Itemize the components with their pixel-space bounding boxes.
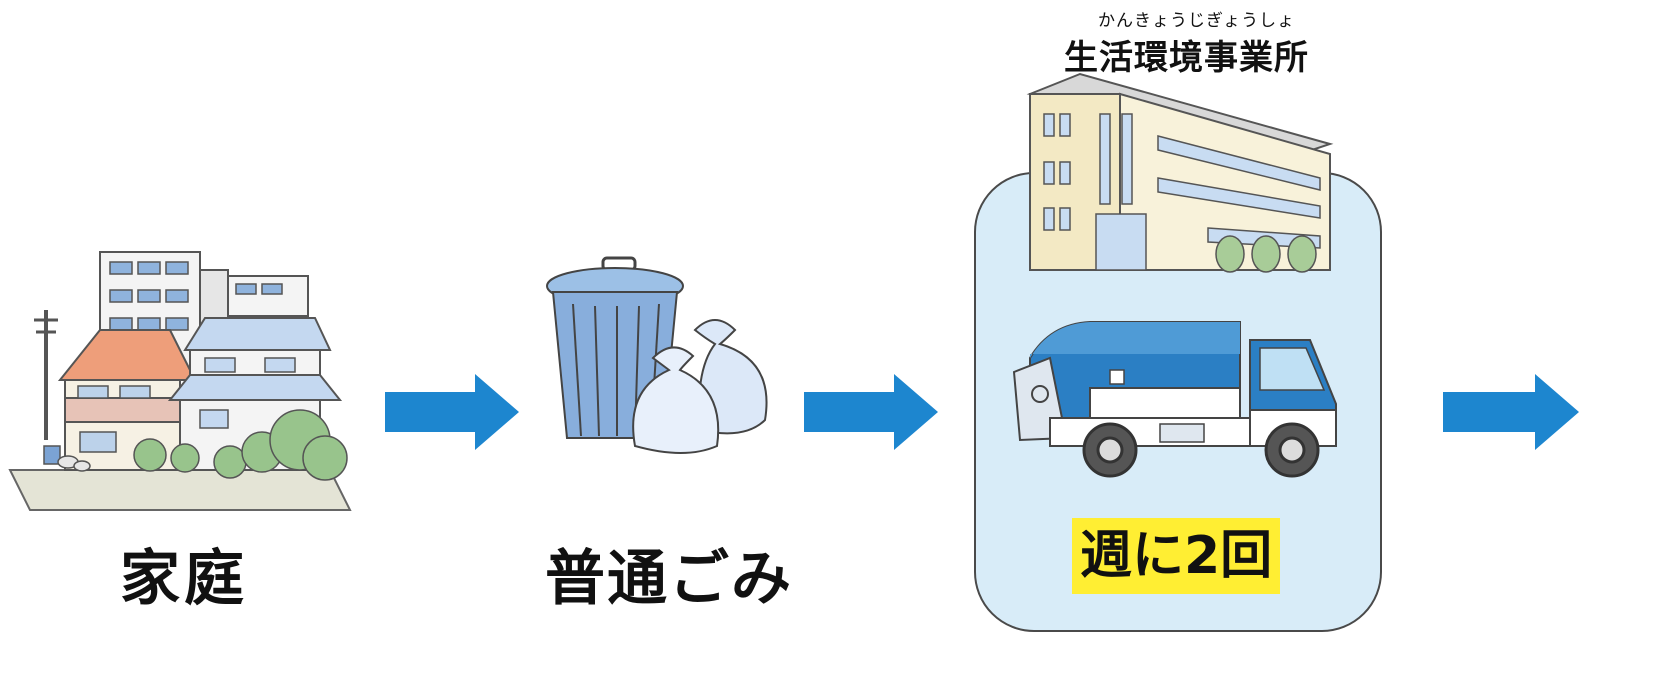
office-title: 生活環境事業所 (1064, 38, 1309, 78)
trash-can-icon (546, 256, 684, 439)
office-building-icon (1026, 72, 1334, 273)
garbage-bags-icon (632, 319, 768, 454)
garbage-label: 普通ごみ (545, 544, 793, 614)
garbage-truck-icon (1012, 321, 1337, 478)
arrow-right-icon (804, 374, 938, 450)
arrow-right-icon (1443, 374, 1579, 450)
office-reading: かんきょうじぎょうしょ (1098, 11, 1296, 31)
arrow-right-icon (385, 374, 519, 450)
home-label: 家庭 (120, 544, 248, 614)
houses-icon (8, 251, 352, 511)
collection-frequency: 週に2回 (1072, 518, 1281, 594)
